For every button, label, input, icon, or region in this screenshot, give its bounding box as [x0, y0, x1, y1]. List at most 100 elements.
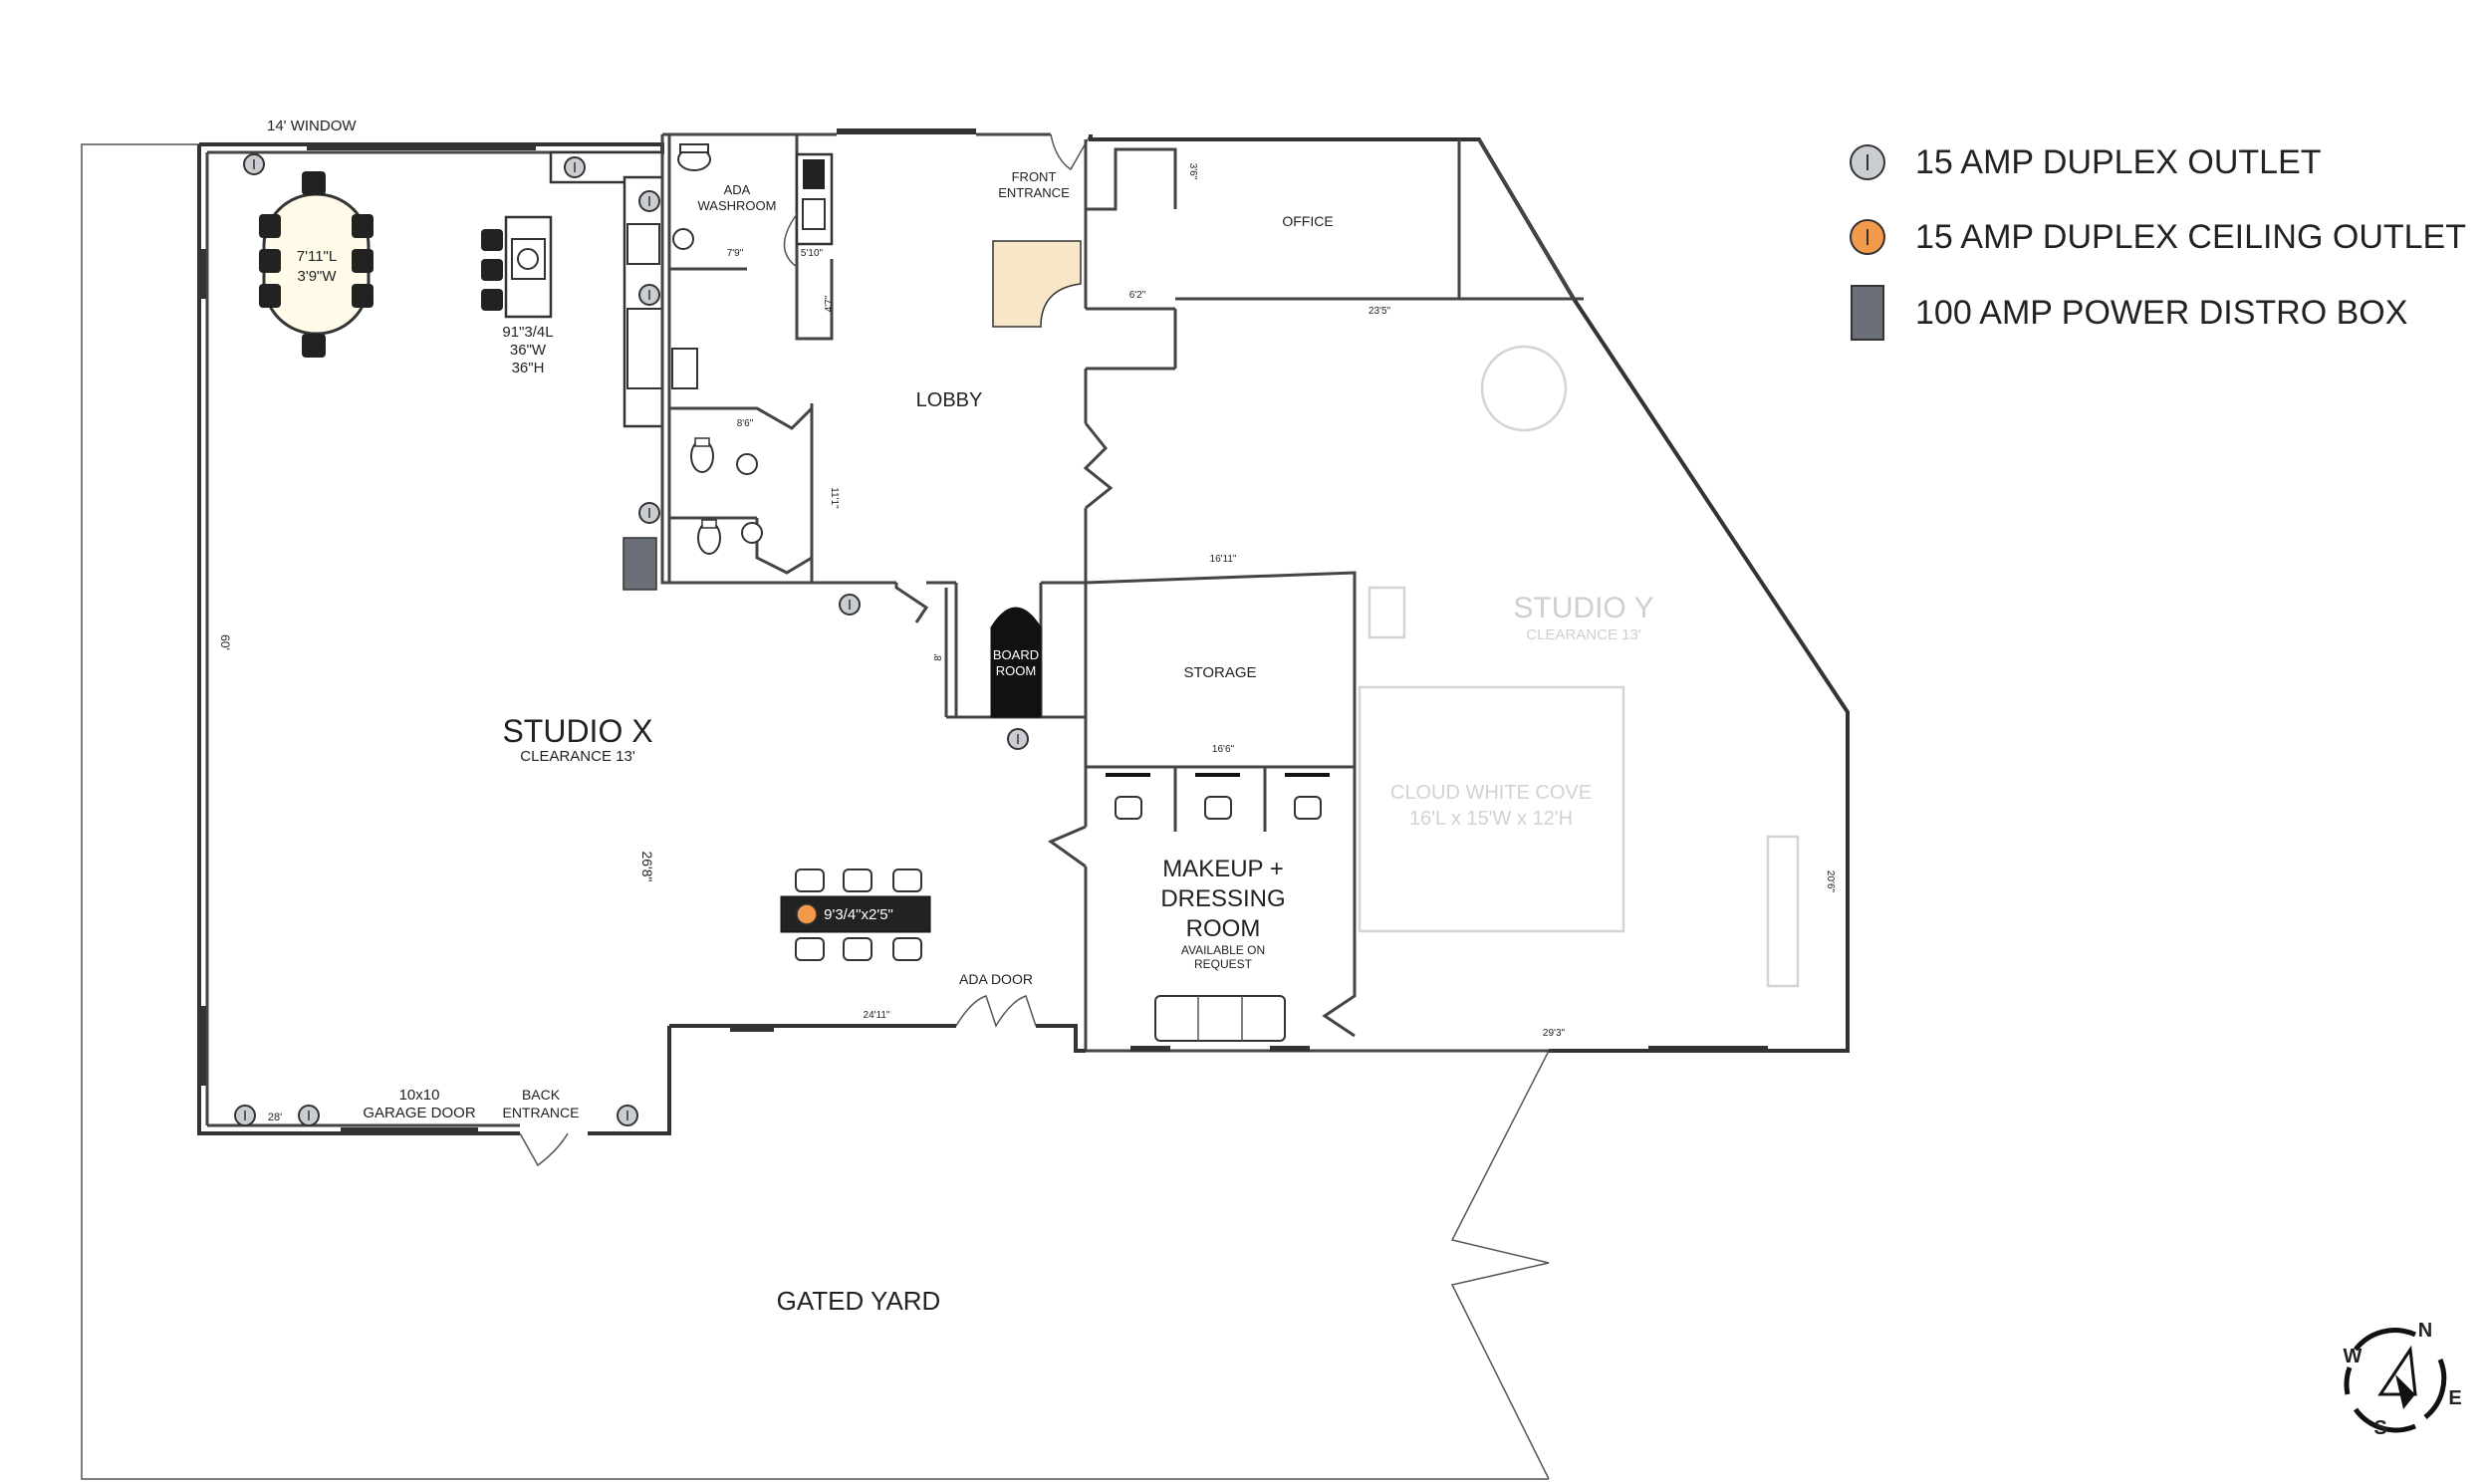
- compass-n: N: [2418, 1320, 2432, 1342]
- legend-ceiling-outlet: 15 AMP DUPLEX CEILING OUTLET: [1848, 217, 2466, 257]
- makeup-label-1: MAKEUP +: [1162, 856, 1284, 882]
- chair: [302, 334, 326, 358]
- window-label: 14' WINDOW: [267, 118, 357, 134]
- kitchen-island: [481, 215, 553, 319]
- dim-6-2: 6'2": [1129, 290, 1146, 301]
- studio-x-dim-bottom: 28': [268, 1112, 282, 1123]
- front-entrance-label-1: FRONT: [1012, 169, 1057, 184]
- gated-yard-boundary: [81, 143, 1550, 1480]
- outlet-icon: [243, 153, 265, 175]
- outlet-icon: [234, 1105, 256, 1126]
- legend-distro-box: 100 AMP POWER DISTRO BOX: [1848, 284, 2407, 342]
- dim-8-6: 8'6": [737, 418, 754, 429]
- legend-ceiling-outlet-label: 15 AMP DUPLEX CEILING OUTLET: [1915, 217, 2466, 256]
- chair: [259, 214, 281, 238]
- back-entrance-label-2: ENTRANCE: [502, 1105, 579, 1120]
- outlet-icon: [638, 284, 660, 306]
- dim-20-6: 20'6": [1825, 870, 1836, 893]
- makeup-note-1: AVAILABLE ON: [1181, 943, 1265, 957]
- cove-label-1: CLOUD WHITE COVE: [1390, 782, 1592, 804]
- studio-y-faded-furniture: [1358, 345, 1800, 988]
- dim-5-10: 5'10": [801, 248, 824, 259]
- dim-16-11: 16'11": [1210, 554, 1237, 565]
- storage-label: STORAGE: [1183, 664, 1256, 681]
- dining-table: [259, 171, 374, 358]
- ada-washroom-fixtures: [672, 143, 798, 268]
- conference-table: [780, 868, 931, 961]
- makeup-label-2: DRESSING: [1160, 885, 1285, 912]
- board-room-label-1: BOARD: [993, 647, 1039, 662]
- dim-11-1: 11'1": [829, 487, 840, 509]
- south-walls: [669, 995, 1768, 1053]
- ada-door-label: ADA DOOR: [959, 971, 1033, 987]
- compass-w: W: [2344, 1346, 2363, 1367]
- dim-29-3: 29'3": [1543, 1028, 1566, 1039]
- chair: [302, 171, 326, 195]
- power-distro-box: [622, 537, 657, 591]
- island-height-label: 36"H: [512, 360, 545, 376]
- stool: [481, 259, 503, 281]
- makeup-label-3: ROOM: [1186, 915, 1261, 942]
- ceiling-outlet-icon: [1850, 219, 1885, 255]
- stool: [481, 229, 503, 251]
- front-entrance-label-2: ENTRANCE: [998, 185, 1070, 200]
- chair: [352, 249, 374, 273]
- table-width-label: 3'9"W: [297, 268, 337, 285]
- outlet-icon: [617, 1105, 638, 1126]
- makeup-note-2: REQUEST: [1194, 957, 1253, 971]
- lobby-walls: [662, 128, 1850, 1053]
- outlet-icon: [1007, 728, 1029, 750]
- island-width-label: 36"W: [510, 342, 547, 359]
- reception-desk: [992, 240, 1082, 328]
- board-room-label-2: ROOM: [996, 663, 1036, 678]
- studio-x-title: STUDIO X: [502, 713, 652, 749]
- dim-4-7: 4'7": [824, 295, 835, 312]
- outlet-icon: [1850, 144, 1885, 180]
- back-entrance-door: [519, 1132, 569, 1167]
- island-length-label: 91"3/4L: [502, 324, 553, 341]
- table-length-label: 7'11"L: [297, 248, 337, 265]
- dim-7-9: 7'9": [727, 248, 744, 259]
- ada-washroom-label-2: WASHROOM: [698, 198, 777, 213]
- legend-outlet: 15 AMP DUPLEX OUTLET: [1848, 142, 2322, 182]
- dim-8: 8': [933, 653, 944, 661]
- garage-size-label: 10x10: [399, 1087, 440, 1104]
- studio-y-title: STUDIO Y: [1513, 592, 1653, 624]
- legend-outlet-label: 15 AMP DUPLEX OUTLET: [1915, 142, 2322, 181]
- studio-y-clearance: CLEARANCE 13': [1526, 626, 1641, 643]
- back-entrance-label-1: BACK: [522, 1087, 561, 1103]
- chair: [259, 249, 281, 273]
- gated-yard-label: GATED YARD: [777, 1286, 941, 1316]
- outlets: [234, 153, 1029, 1126]
- outlet-icon: [638, 190, 660, 212]
- makeup-room-furniture: [1106, 767, 1330, 1042]
- outlet-icon: [839, 594, 861, 616]
- dim-24-11: 24'11": [864, 1010, 890, 1021]
- legend-distro-box-label: 100 AMP POWER DISTRO BOX: [1915, 293, 2408, 332]
- compass-s: S: [2373, 1417, 2386, 1439]
- outlet-icon: [638, 502, 660, 524]
- chair: [352, 284, 374, 308]
- outlet-icon: [564, 156, 586, 178]
- utility-sink: [671, 348, 698, 389]
- compass-e: E: [2448, 1387, 2461, 1409]
- stool: [481, 289, 503, 311]
- distro-box-icon: [1851, 285, 1884, 341]
- studio-x-clearance: CLEARANCE 13': [520, 748, 635, 765]
- conference-table-label: 9'3/4"x2'5": [824, 906, 893, 923]
- small-washroom-2: [697, 519, 763, 555]
- board-room: [894, 581, 1086, 719]
- studio-x-dim-height: 60': [218, 634, 232, 650]
- chair: [259, 284, 281, 308]
- small-washroom-1: [690, 437, 758, 475]
- office-label: OFFICE: [1282, 213, 1333, 229]
- studio-x-dim-width: 26'8": [639, 851, 655, 881]
- garage-door-label: GARAGE DOOR: [363, 1105, 476, 1121]
- outlet-icon: [298, 1105, 320, 1126]
- cove-label-2: 16'L x 15'W x 12'H: [1409, 808, 1573, 830]
- dim-16-6: 16'6": [1212, 744, 1235, 755]
- compass-rose: [2344, 1328, 2447, 1433]
- ada-washroom-label-1: ADA: [724, 182, 751, 197]
- dim-23-5: 23'5": [1369, 306, 1391, 317]
